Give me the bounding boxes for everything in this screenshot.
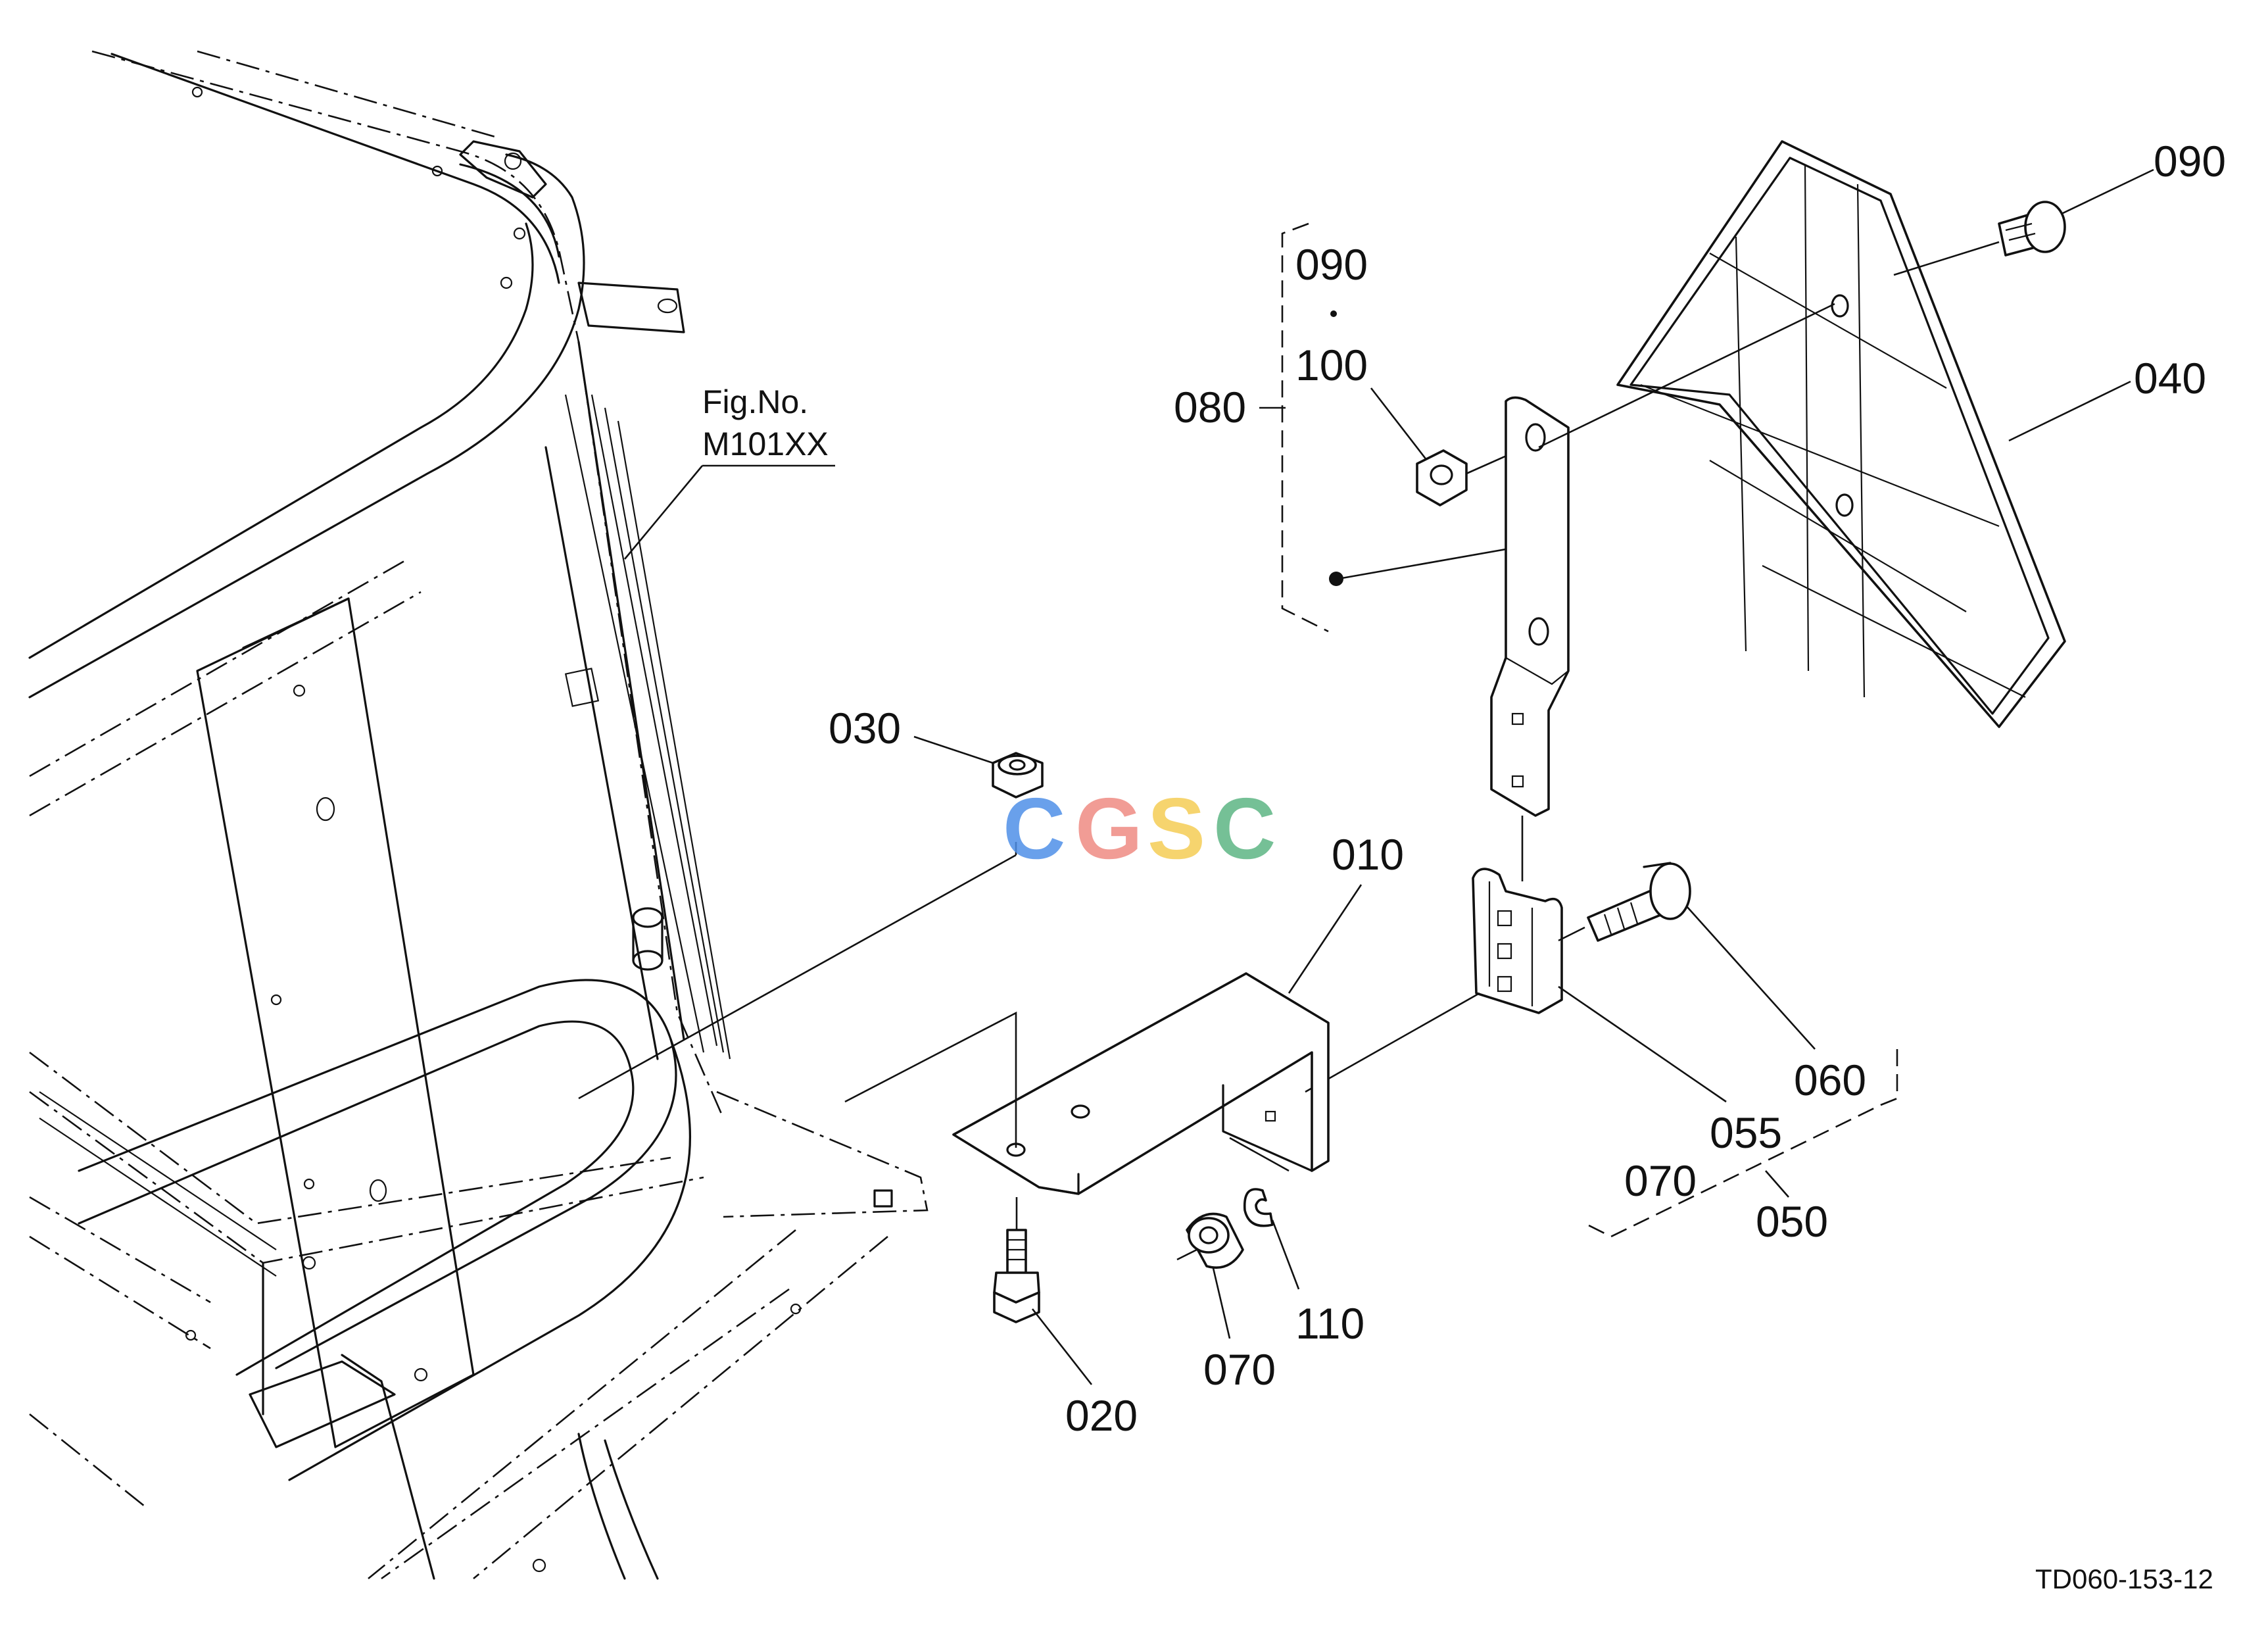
watermark-letter-4: C (1213, 780, 1276, 877)
label-040: 040 (2134, 354, 2206, 403)
label-070-left: 070 (1203, 1345, 1276, 1394)
watermark-letter-3: S (1147, 780, 1205, 877)
part-010-bracket: 010 (952, 830, 1404, 1195)
watermark-letter-2: G (1075, 780, 1143, 877)
label-080: 080 (1174, 383, 1246, 431)
part-055-holder: 055 (1305, 868, 1782, 1157)
part-100-nut (1370, 387, 1526, 506)
watermark: C G S C (1003, 780, 1276, 877)
part-070-spacer: 070 (1176, 1212, 1276, 1394)
label-090-left: 090 (1295, 240, 1368, 289)
group-080: 080 090 100 (1174, 222, 1507, 633)
label-020: 020 (1065, 1391, 1138, 1440)
label-055: 055 (1710, 1108, 1782, 1157)
part-060-bolt: 060 (1558, 862, 1866, 1104)
part-090-bolt: 090 (1893, 137, 2226, 276)
label-090-right: 090 (2154, 137, 2226, 185)
part-030-nut: 030 (829, 704, 1044, 799)
label-010: 010 (1332, 830, 1404, 879)
drawing-code: TD060-153-12 (2035, 1563, 2213, 1594)
label-050: 050 (1756, 1197, 1828, 1246)
watermark-letter-1: C (1003, 780, 1065, 877)
part-110-lockwasher: 110 (1243, 1188, 1364, 1348)
cab-frame (28, 50, 929, 1580)
part-020-bolt: 020 (993, 1197, 1138, 1440)
label-070-right: 070 (1624, 1156, 1697, 1205)
label-060: 060 (1794, 1056, 1866, 1104)
fig-ref-line1: Fig.No. (702, 383, 808, 420)
fig-ref-line2: M101XX (702, 426, 829, 462)
figure-reference: Fig.No. M101XX (624, 383, 835, 560)
label-030: 030 (829, 704, 901, 752)
part-040-grille: 040 (1616, 140, 2206, 728)
label-110: 110 (1295, 1299, 1364, 1348)
label-100: 100 (1295, 341, 1368, 389)
part-080-strap (1490, 303, 1835, 881)
group-050: 050 070 (1584, 1049, 1898, 1246)
